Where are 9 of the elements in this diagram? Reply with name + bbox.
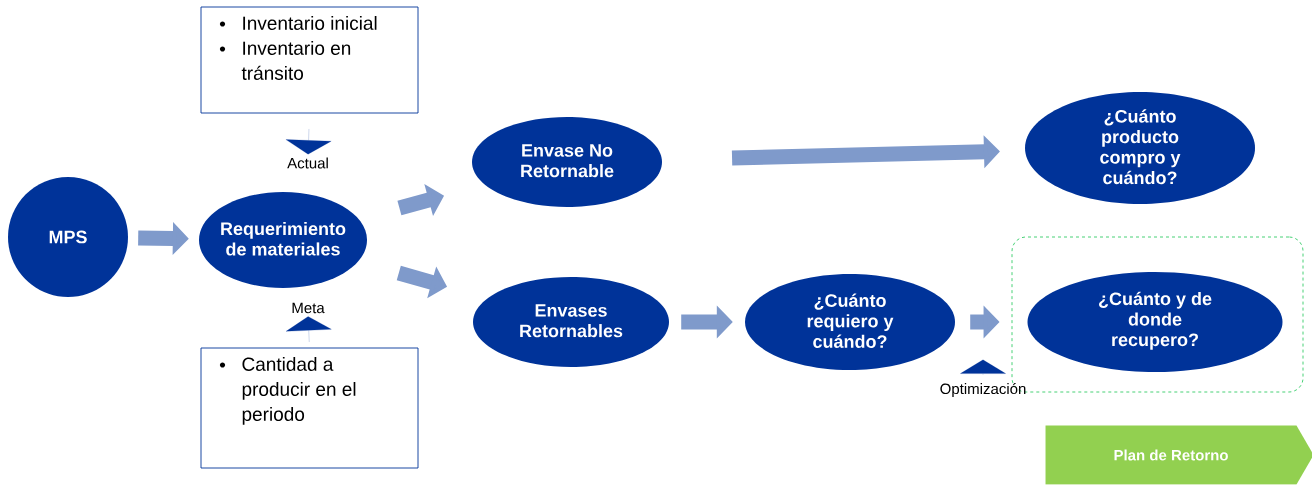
- arrow: [960, 359, 1006, 375]
- arrow: [286, 316, 332, 343]
- chevron-banner: Plan de Retorno: [1045, 425, 1312, 485]
- arrow: [285, 128, 332, 155]
- text-label: Actual: [287, 157, 328, 169]
- text-label: Meta: [292, 302, 325, 314]
- bullet-box: Cantidad a producir en el periodo: [200, 347, 419, 469]
- bullet-box: Inventario inicial Inventario en tránsito: [200, 6, 419, 114]
- text-label: Optimización: [940, 382, 1026, 398]
